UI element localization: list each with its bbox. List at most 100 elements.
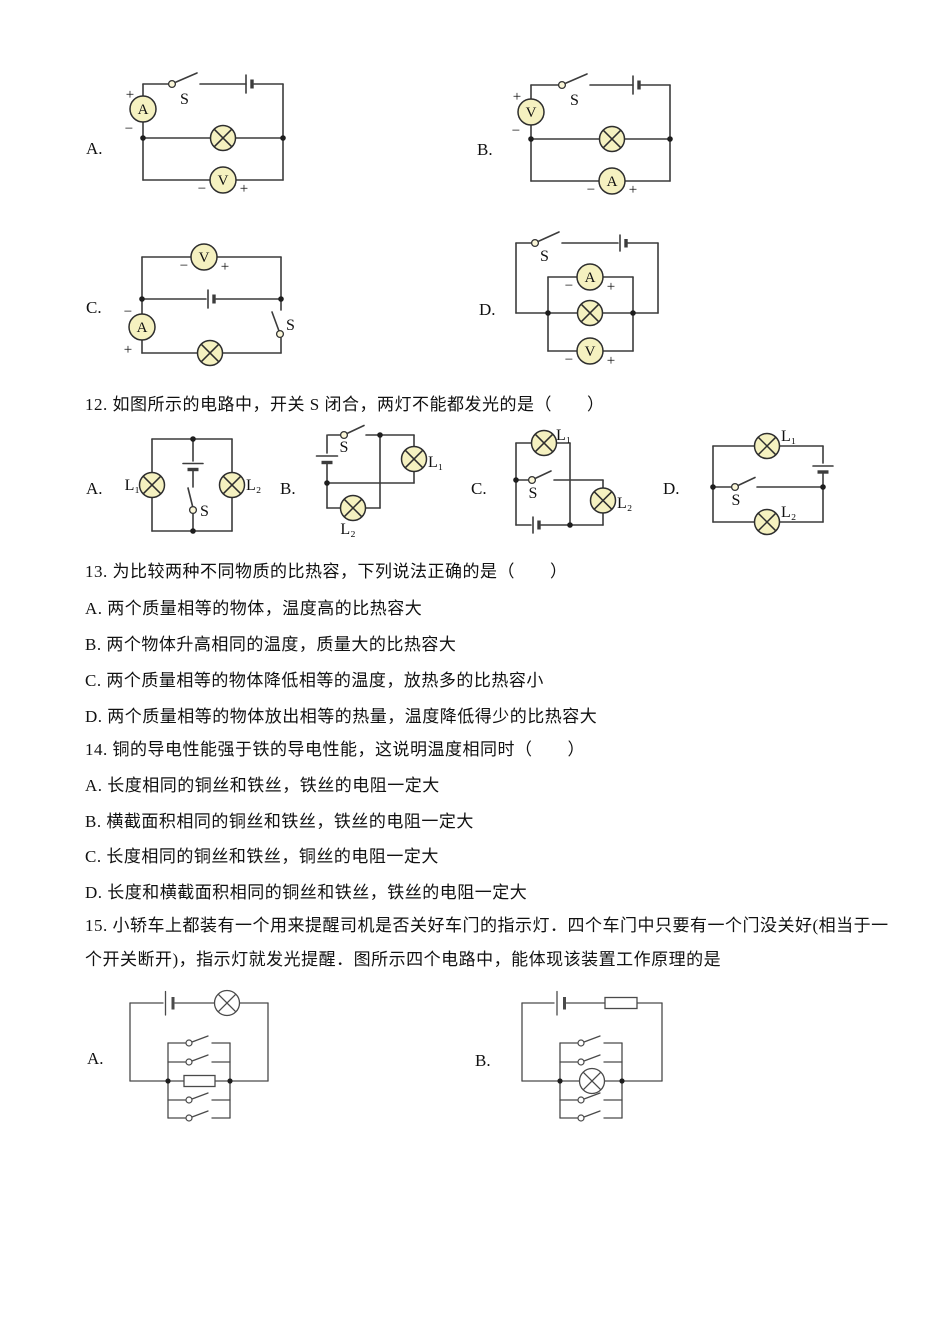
junction-dot [190, 528, 196, 534]
q15-circuit-a [129, 989, 269, 1122]
switch-icon [730, 476, 756, 492]
lamp-icon-l1 [530, 429, 558, 457]
q12-circuit-a: L₁ L₂ S [125, 436, 261, 534]
q11-option-label-b: B. [477, 140, 493, 159]
plus-sign: + [513, 89, 521, 105]
ammeter-icon: A [128, 313, 156, 341]
lamp2-label: L₂ [781, 504, 796, 521]
junction-dot [377, 432, 383, 438]
svg-text:V: V [199, 250, 210, 266]
q14-option-d: D. 长度和横截面积相同的铜丝和铁丝，铁丝的电阻一定大 [85, 883, 528, 902]
minus-sign: − [587, 182, 595, 198]
door-switch-icon-2 [167, 1054, 231, 1066]
q12-circuit-b: S L₁ L₂ [315, 424, 443, 538]
door-switch-icon-1 [167, 1035, 231, 1047]
junction-dot [630, 310, 636, 316]
switch-icon [187, 487, 198, 515]
door-switch-icon-1 [559, 1035, 623, 1047]
lamp-icon-l1 [400, 445, 428, 473]
minus-sign: − [180, 258, 188, 274]
q13-option-a: A. 两个质量相等的物体，温度高的比热容大 [85, 599, 423, 618]
junction-dot [140, 135, 146, 141]
lamp-icon-l2 [339, 494, 367, 522]
switch-icon [167, 72, 198, 89]
wires [515, 442, 604, 526]
lamp-icon [213, 989, 241, 1017]
plus-sign: + [607, 353, 615, 369]
minus-sign: − [125, 121, 133, 137]
plus-sign: + [124, 342, 132, 358]
junction-dot [324, 480, 330, 486]
voltmeter-icon: V [209, 166, 237, 194]
wires [141, 256, 282, 354]
door-switch-icon-3 [559, 1092, 623, 1104]
q11-circuit-c: V − + A − + S [124, 243, 295, 367]
resistor-icon [183, 1074, 216, 1088]
junction-dot [710, 484, 716, 490]
q11-circuit-a: S A + − V − + [125, 72, 286, 197]
lamp2-label: L₂ [340, 521, 355, 538]
ammeter-icon: A [598, 167, 626, 195]
q13-option-b: B. 两个物体升高相同的温度，质量大的比热容大 [85, 635, 457, 654]
junction-dot [227, 1078, 233, 1084]
battery-icon [207, 289, 216, 309]
wires [521, 1002, 663, 1119]
wires [142, 83, 284, 181]
lamp-icon-l2 [218, 471, 246, 499]
plus-sign: + [221, 259, 229, 275]
resistor-icon [604, 996, 638, 1010]
switch-label: S [286, 317, 295, 334]
lamp-icon [209, 124, 237, 152]
junction-dot [545, 310, 551, 316]
svg-text:A: A [138, 102, 149, 118]
door-switch-icon-4 [167, 1110, 231, 1122]
junction-dot [528, 136, 534, 142]
voltmeter-icon: V [517, 98, 545, 126]
minus-sign: − [198, 181, 206, 197]
ammeter-icon: A [129, 95, 157, 123]
lamp-icon [598, 125, 626, 153]
junction-dot [619, 1078, 625, 1084]
lamp-icon-l1 [138, 471, 166, 499]
junction-dot [567, 522, 573, 528]
minus-sign: − [565, 278, 573, 294]
q12-circuit-c: L₁ S L₂ [513, 427, 632, 534]
junction-dot [280, 135, 286, 141]
lamp1-label: L₁ [428, 454, 443, 471]
door-switch-icon-2 [559, 1054, 623, 1066]
q14-stem: 14. 铜的导电性能强于铁的导电性能，这说明温度相同时（ ） [85, 740, 585, 759]
battery-icon [619, 234, 628, 252]
lamp1-label: L₁ [125, 477, 140, 494]
lamp2-label: L₂ [617, 495, 632, 512]
battery-icon [315, 455, 339, 465]
wires [129, 1002, 269, 1119]
wires [712, 445, 824, 523]
lamp-icon-l2 [589, 487, 617, 514]
junction-dot [278, 296, 284, 302]
q15-stem-line2: 个开关断开)，指示灯就发光提醒．图所示四个电路中，能体现该装置工作原理的是 [85, 950, 722, 969]
svg-text:A: A [607, 174, 618, 190]
switch-icon [527, 470, 552, 485]
q12-option-label-c: C. [471, 479, 487, 498]
junction-dot [165, 1078, 171, 1084]
junction-dot [139, 296, 145, 302]
switch-icon [557, 73, 588, 90]
plus-sign: + [607, 279, 615, 295]
plus-sign: + [126, 87, 134, 103]
ammeter-icon: A [576, 263, 604, 291]
q11-option-label-c: C. [86, 298, 102, 317]
switch-label: S [340, 439, 349, 456]
lamp1-label: L₁ [781, 428, 796, 445]
battery-icon [532, 516, 541, 534]
voltmeter-icon: V [190, 243, 218, 271]
wires [515, 242, 659, 352]
q13-stem: 13. 为比较两种不同物质的比热容，下列说法正确的是（ ） [85, 562, 568, 581]
q12-option-label-d: D. [663, 479, 680, 498]
switch-icon [530, 231, 560, 248]
q12-circuit-d: L₁ S L₂ [710, 428, 834, 536]
battery-icon [245, 74, 254, 94]
junction-dot [667, 136, 673, 142]
junction-dot [190, 436, 196, 442]
q14-option-b: B. 横截面积相同的铜丝和铁丝，铁丝的电阻一定大 [85, 812, 474, 831]
switch-label: S [180, 91, 189, 108]
